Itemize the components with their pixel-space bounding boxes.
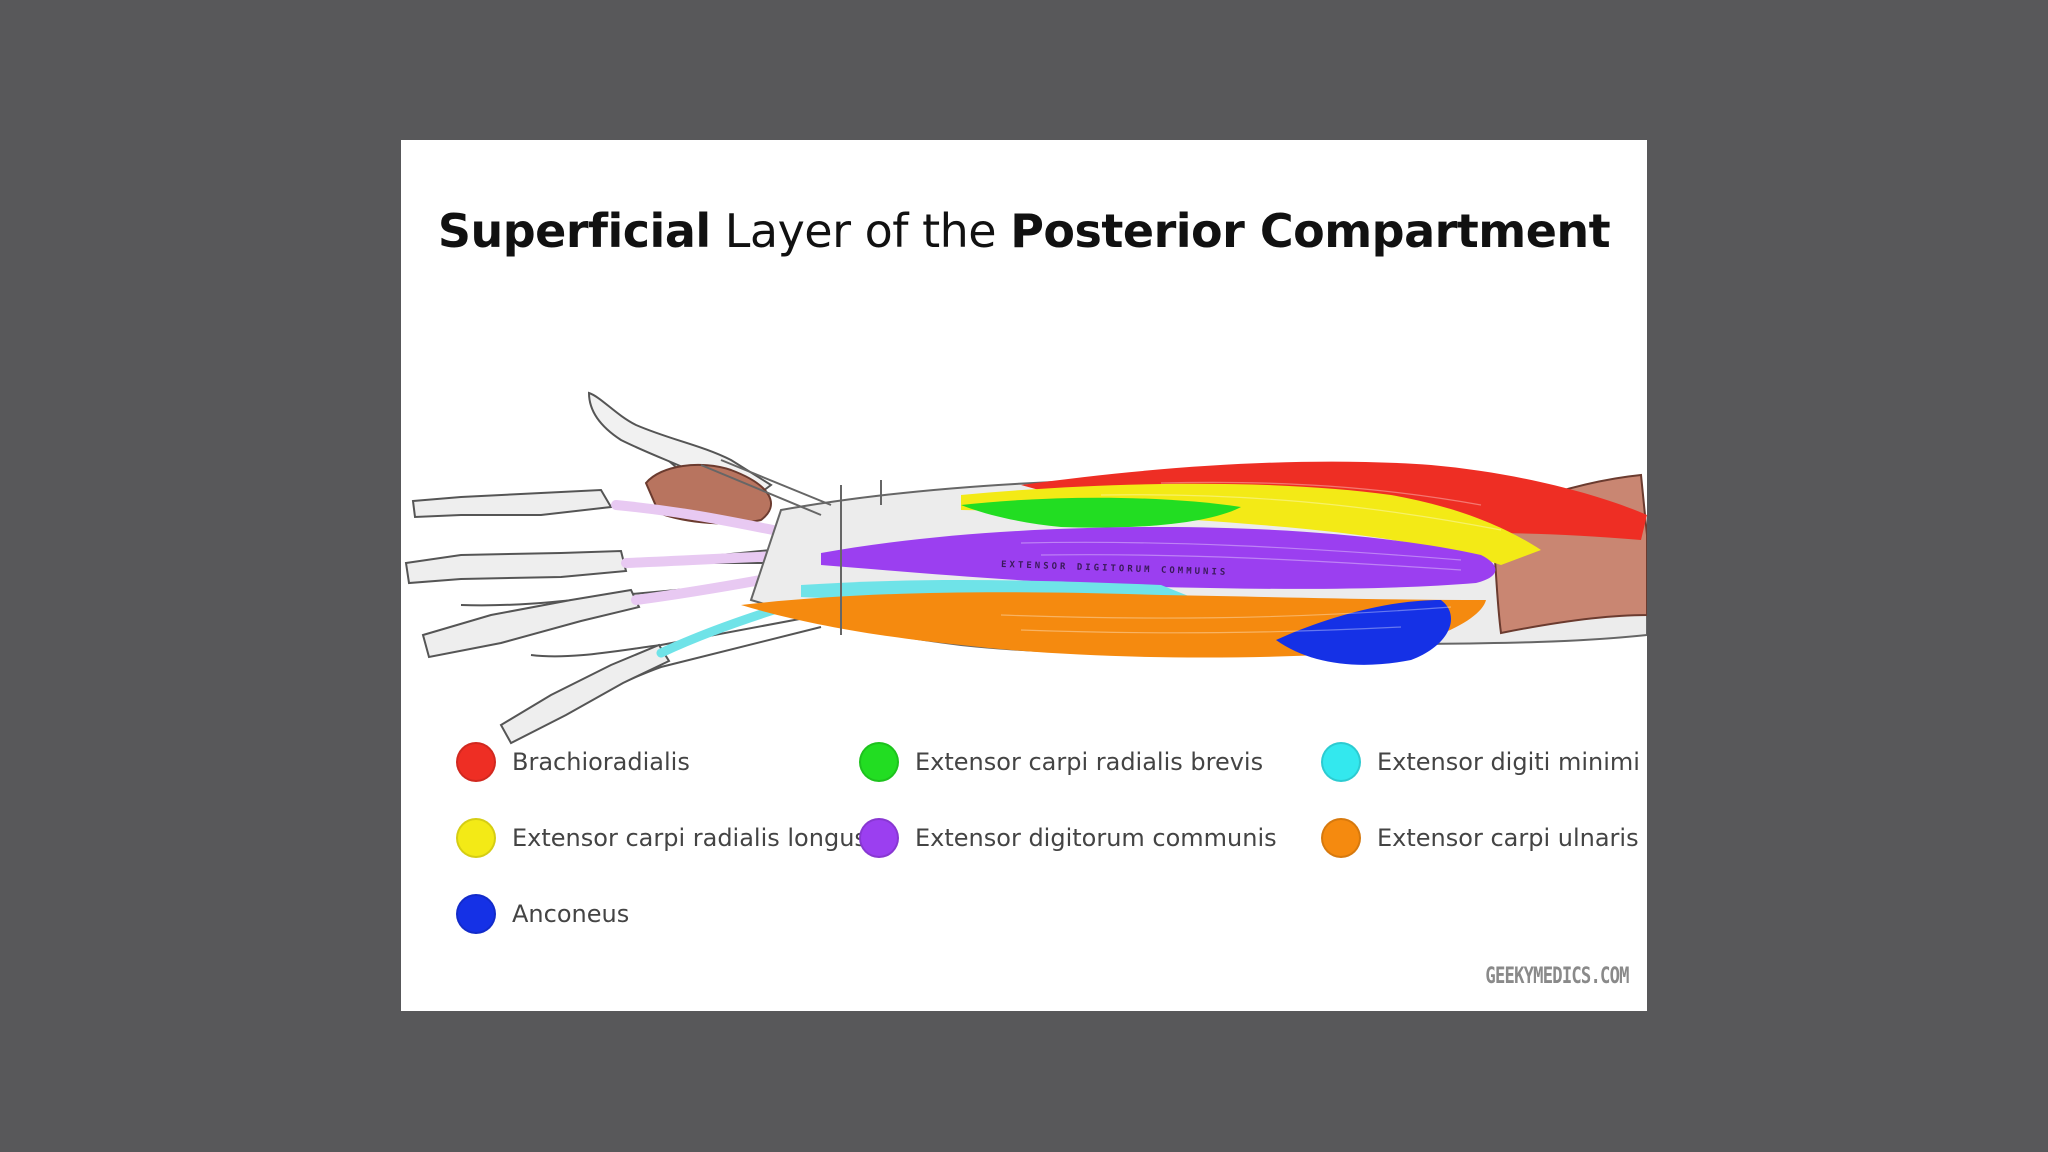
legend-swatch-purple [859,818,899,858]
legend-label: Extensor carpi radialis longus [512,824,867,852]
legend-item-edc: Extensor digitorum communis [859,816,1277,860]
legend-swatch-cyan [1321,742,1361,782]
legend-item-ecu: Extensor carpi ulnaris [1321,816,1639,860]
diagram-card: Superficial Layer of the Posterior Compa… [401,140,1647,1011]
muscle-striations [1000,481,1502,634]
legend-item-ecrl: Extensor carpi radialis longus [456,816,867,860]
diagram-title: Superficial Layer of the Posterior Compa… [401,204,1647,258]
title-part-middle: Layer of the [710,204,1011,258]
anconeus-muscle [1276,600,1451,665]
legend-item-ecrb: Extensor carpi radialis brevis [859,740,1263,784]
legend-swatch-orange [1321,818,1361,858]
legend-swatch-blue [456,894,496,934]
legend-swatch-yellow [456,818,496,858]
title-part-superficial: Superficial [437,204,711,258]
fingers [404,488,671,745]
legend-swatch-red [456,742,496,782]
legend-label: Extensor carpi ulnaris [1377,824,1639,852]
ecrb-muscle [961,497,1241,528]
title-part-posterior-compartment: Posterior Compartment [1010,204,1611,258]
forearm-illustration: EXTENSOR DIGITORUM COMMUNIS [404,391,1647,745]
legend-label: Extensor digiti minimi [1377,748,1640,776]
legend-item-anconeus: Anconeus [456,892,629,936]
legend: Brachioradialis Extensor carpi radialis … [401,140,1647,1011]
legend-item-brachioradialis: Brachioradialis [456,740,690,784]
legend-label: Brachioradialis [512,748,690,776]
legend-swatch-green [859,742,899,782]
edc-muscle [821,527,1496,589]
legend-label: Extensor digitorum communis [915,824,1277,852]
geekymedics-watermark: GEEKYMEDICS.COM [1485,964,1630,989]
wrist-bones [700,459,882,635]
legend-item-edm: Extensor digiti minimi [1321,740,1640,784]
legend-label: Anconeus [512,900,630,928]
legend-label: Extensor carpi radialis brevis [915,748,1264,776]
